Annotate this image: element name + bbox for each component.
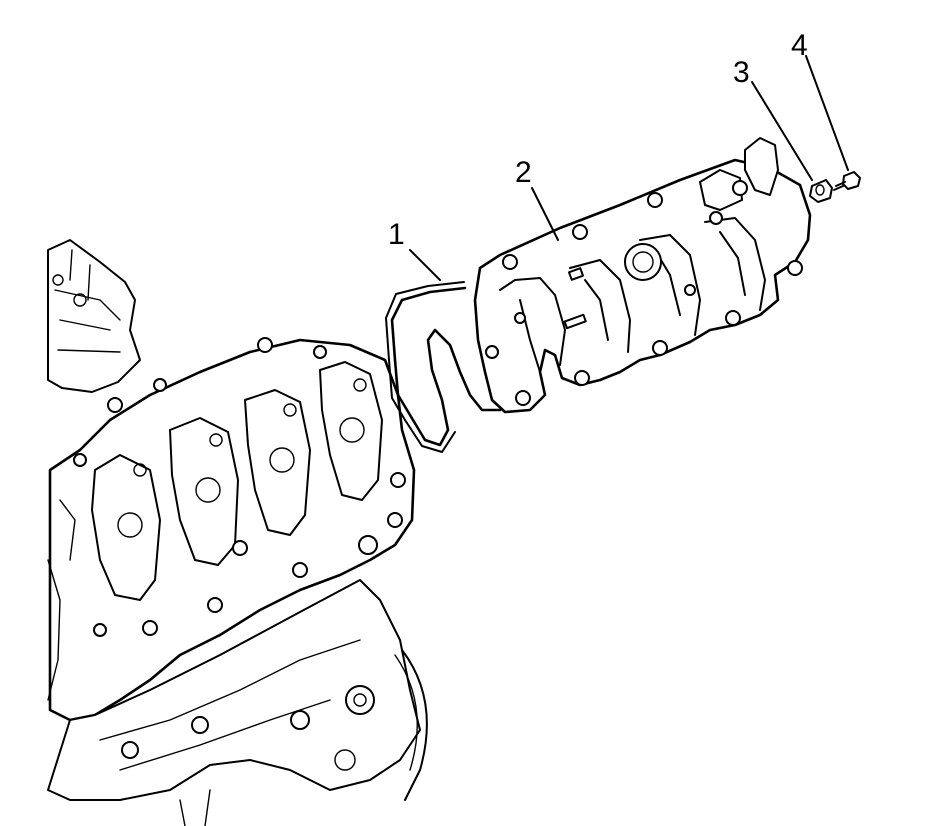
bolt (833, 171, 861, 191)
head-bolt-bosses (73, 337, 406, 637)
leader-lines (409, 55, 849, 281)
callout-2: 2 (515, 156, 532, 189)
spacer (809, 179, 833, 203)
intake-manifold-gasket (385, 281, 502, 453)
callout-4: 4 (791, 29, 808, 62)
engine-block (47, 239, 428, 826)
callout-1: 1 (388, 218, 405, 251)
head-ports (91, 361, 383, 601)
callout-3: 3 (733, 56, 750, 89)
manifold-bolt-holes (485, 180, 803, 406)
callout-labels: 1 2 3 4 (388, 29, 808, 251)
intake-manifold (473, 137, 812, 414)
